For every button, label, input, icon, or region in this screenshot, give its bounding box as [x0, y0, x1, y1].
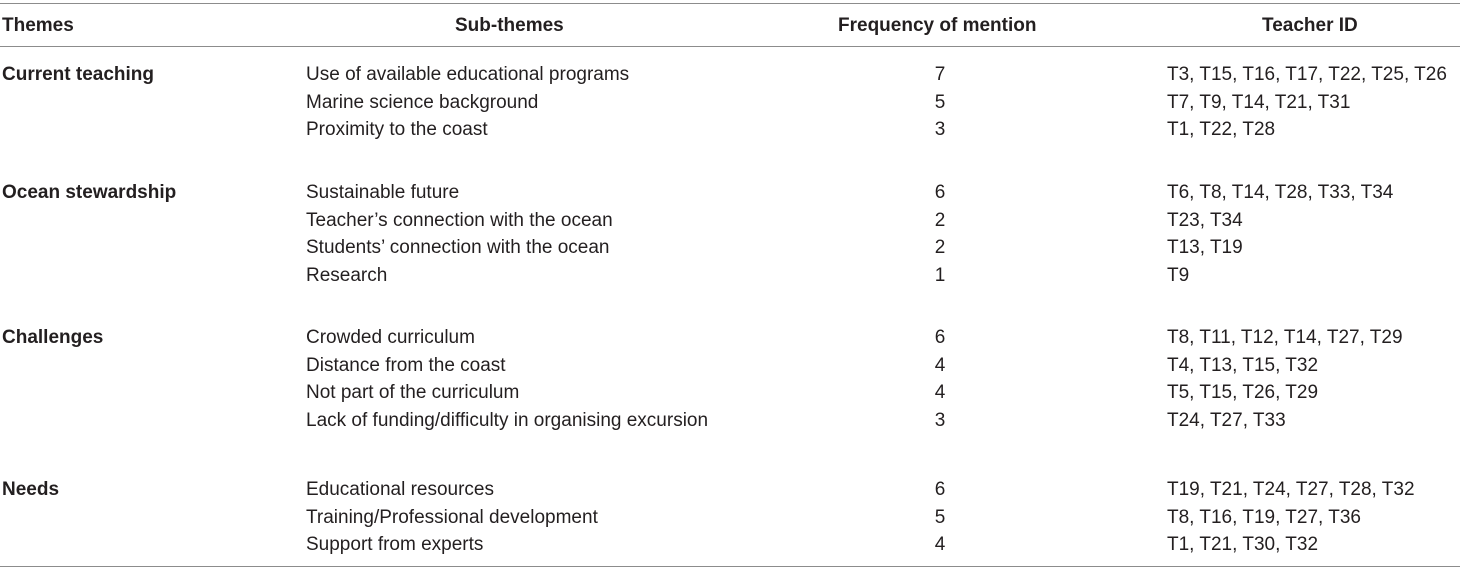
teacher-id-cell: T1, T22, T28: [1167, 119, 1276, 140]
teacher-id-cell: T5, T15, T26, T29: [1167, 382, 1319, 403]
frequency-cell: 6: [934, 327, 946, 348]
header-rule: [0, 46, 1460, 47]
frequency-cell: 2: [934, 237, 946, 258]
frequency-cell: 6: [934, 479, 946, 500]
frequency-cell: 3: [934, 410, 946, 431]
bottom-rule: [0, 566, 1460, 567]
sub-theme-cell: Proximity to the coast: [306, 119, 488, 140]
teacher-id-cell: T9: [1167, 265, 1190, 286]
teacher-id-cell: T1, T21, T30, T32: [1167, 534, 1319, 555]
teacher-id-cell: T8, T11, T12, T14, T27, T29: [1167, 327, 1403, 348]
frequency-cell: 6: [934, 182, 946, 203]
sub-theme-cell: Students’ connection with the ocean: [306, 237, 610, 258]
frequency-cell: 7: [934, 64, 946, 85]
header-frequency: Frequency of mention: [838, 15, 1037, 36]
teacher-id-cell: T19, T21, T24, T27, T28, T32: [1167, 479, 1415, 500]
sub-theme-cell: Not part of the curriculum: [306, 382, 520, 403]
top-rule: [0, 3, 1460, 4]
frequency-cell: 5: [934, 507, 946, 528]
sub-theme-cell: Use of available educational programs: [306, 64, 630, 85]
teacher-id-cell: T7, T9, T14, T21, T31: [1167, 92, 1351, 113]
frequency-cell: 5: [934, 92, 946, 113]
frequency-cell: 4: [934, 534, 946, 555]
frequency-cell: 4: [934, 382, 946, 403]
teacher-id-cell: T23, T34: [1167, 210, 1243, 231]
sub-theme-cell: Distance from the coast: [306, 355, 506, 376]
header-teacher-id: Teacher ID: [1262, 15, 1358, 36]
theme-label: Ocean stewardship: [2, 182, 177, 203]
header-sub-themes: Sub-themes: [455, 15, 564, 36]
sub-theme-cell: Educational resources: [306, 479, 494, 500]
teacher-id-cell: T6, T8, T14, T28, T33, T34: [1167, 182, 1394, 203]
sub-theme-cell: Training/Professional development: [306, 507, 598, 528]
frequency-cell: 1: [934, 265, 946, 286]
teacher-id-cell: T3, T15, T16, T17, T22, T25, T26: [1167, 64, 1447, 85]
frequency-cell: 4: [934, 355, 946, 376]
sub-theme-cell: Crowded curriculum: [306, 327, 475, 348]
teacher-id-cell: T8, T16, T19, T27, T36: [1167, 507, 1361, 528]
sub-theme-cell: Lack of funding/difficulty in organising…: [306, 410, 709, 431]
sub-theme-cell: Support from experts: [306, 534, 484, 555]
theme-label: Challenges: [2, 327, 104, 348]
theme-label: Current teaching: [2, 64, 155, 85]
frequency-cell: 3: [934, 119, 946, 140]
teacher-id-cell: T4, T13, T15, T32: [1167, 355, 1319, 376]
theme-label: Needs: [2, 479, 60, 500]
sub-theme-cell: Marine science background: [306, 92, 539, 113]
teacher-id-cell: T24, T27, T33: [1167, 410, 1286, 431]
sub-theme-cell: Sustainable future: [306, 182, 460, 203]
header-themes: Themes: [2, 15, 74, 36]
sub-theme-cell: Teacher’s connection with the ocean: [306, 210, 613, 231]
teacher-id-cell: T13, T19: [1167, 237, 1243, 258]
sub-theme-cell: Research: [306, 265, 388, 286]
frequency-cell: 2: [934, 210, 946, 231]
